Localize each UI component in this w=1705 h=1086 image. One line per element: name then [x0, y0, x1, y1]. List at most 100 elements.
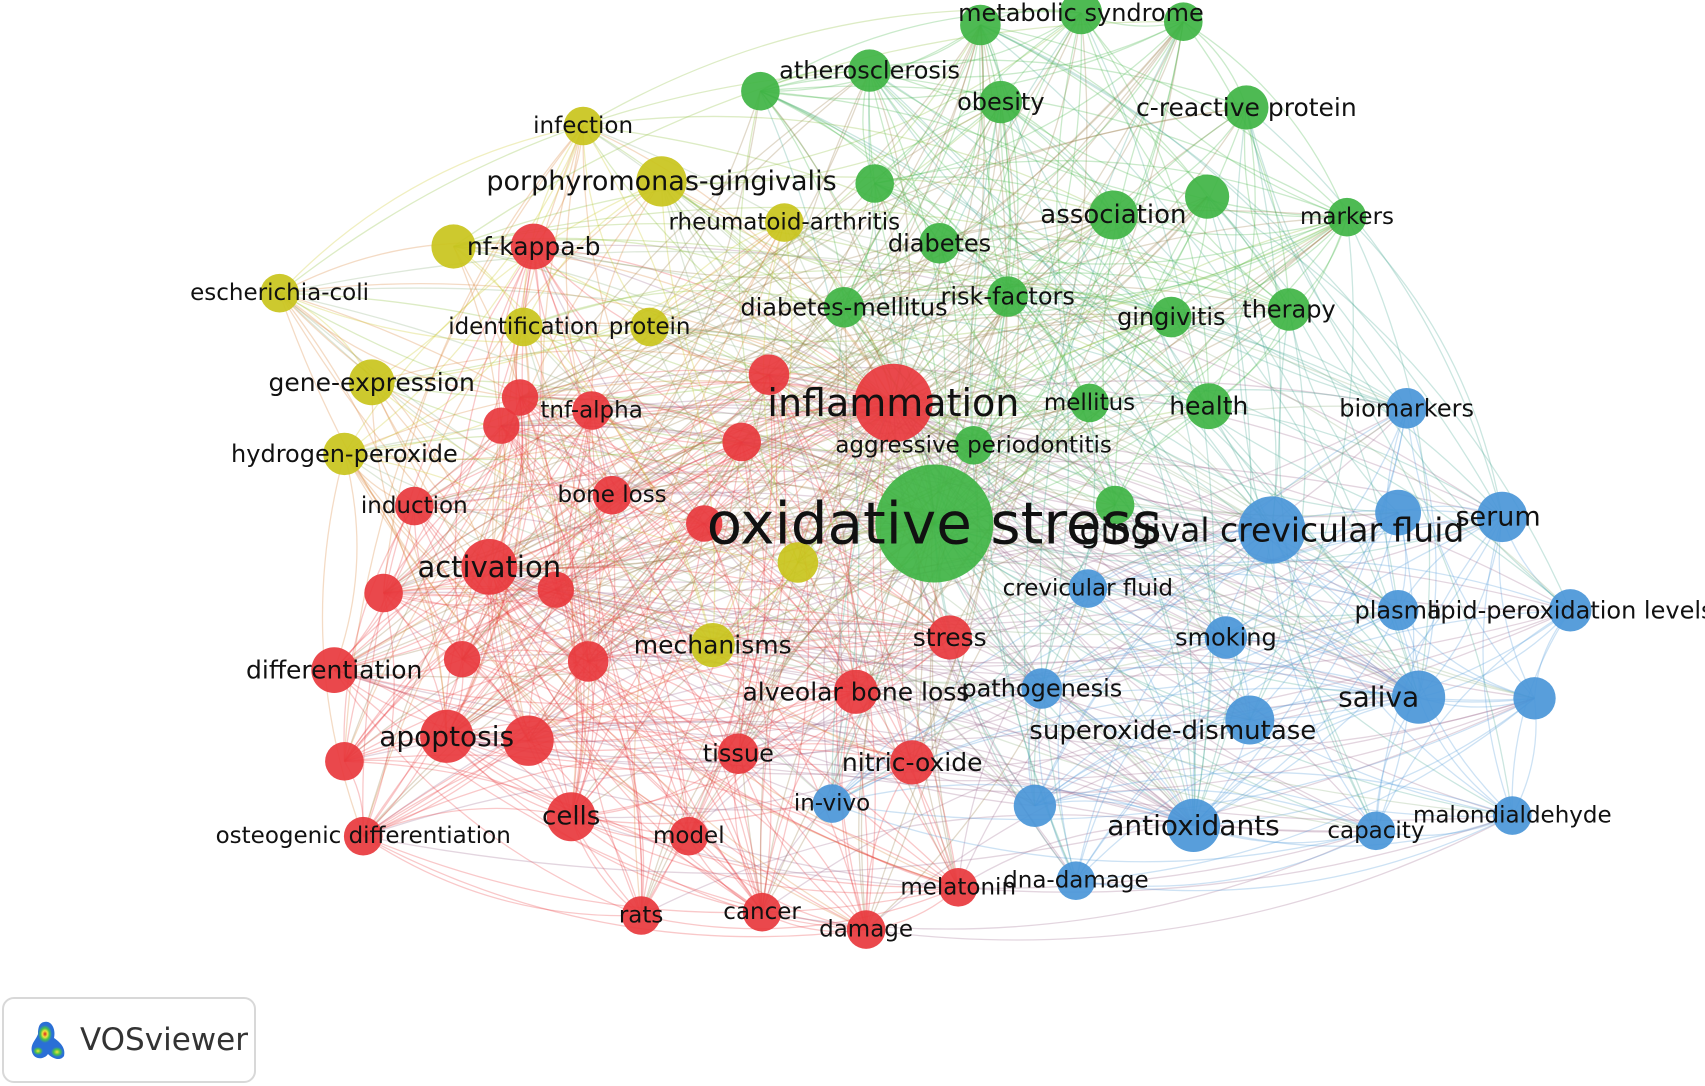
node-induction[interactable]: [395, 486, 434, 526]
node-melatonin[interactable]: [938, 868, 978, 907]
node-superoxide-dismutase[interactable]: [1225, 695, 1275, 745]
node-u-green-6[interactable]: [1095, 485, 1135, 525]
node-metabolic-syndrome[interactable]: [1059, 0, 1103, 35]
node-cancer[interactable]: [742, 892, 782, 932]
node-gingival-crevicular-fluid[interactable]: [1238, 496, 1306, 564]
label-osteogenic-differentiation: osteogenic differentiation: [216, 823, 511, 849]
node-protein[interactable]: [630, 307, 669, 347]
link-cells-risk-factors: [570, 296, 1009, 818]
link-differentiation-alveolar-bone-loss: [333, 669, 857, 724]
link-rheumatoid-arthritis-osteogenic-differentiation: [362, 222, 785, 837]
node-mellitus[interactable]: [1070, 383, 1109, 423]
node-apoptosis[interactable]: [420, 709, 474, 763]
node-c-reactive-protein[interactable]: [1224, 85, 1269, 130]
node-u-red-8[interactable]: [686, 505, 723, 542]
node-health[interactable]: [1185, 383, 1232, 430]
link-association-infection: [583, 115, 1114, 216]
node-u-yellow-2[interactable]: [777, 542, 819, 583]
node-u-blue-3[interactable]: [1013, 784, 1057, 827]
node-u-green-3[interactable]: [855, 164, 894, 203]
node-association[interactable]: [1088, 190, 1138, 240]
label-infection: infection: [533, 113, 633, 139]
label-rheumatoid-arthritis: rheumatoid-arthritis: [668, 210, 900, 236]
link-oxidative-stress-atherosclerosis: [869, 70, 947, 524]
node-alveolar-bone-loss[interactable]: [833, 669, 879, 714]
node-antioxidants[interactable]: [1166, 798, 1221, 853]
node-u-red-3[interactable]: [567, 641, 609, 682]
node-risk-factors[interactable]: [987, 276, 1028, 317]
node-u-green-1[interactable]: [1185, 174, 1230, 219]
node-pathogenesis[interactable]: [1021, 668, 1063, 709]
node-serum[interactable]: [1476, 491, 1528, 543]
node-damage[interactable]: [846, 910, 886, 949]
node-u-red-7[interactable]: [722, 422, 761, 462]
node-escherichia-coli[interactable]: [260, 273, 299, 313]
node-aggressive-periodontitis[interactable]: [954, 426, 993, 465]
node-u-red-9[interactable]: [325, 742, 364, 781]
node-mechanisms[interactable]: [690, 623, 735, 668]
node-gingivitis[interactable]: [1151, 296, 1192, 338]
node-u-red-1[interactable]: [503, 715, 554, 766]
node-crevicular-fluid[interactable]: [1068, 569, 1108, 608]
node-hydrogen-peroxide[interactable]: [323, 432, 366, 476]
node-diabetes-mellitus[interactable]: [823, 287, 865, 328]
link-biomarkers-aggressive-periodontitis: [973, 389, 1407, 446]
link-infection-u-red-8: [582, 125, 705, 524]
node-u-red-5[interactable]: [483, 407, 520, 444]
node-stress[interactable]: [927, 615, 972, 660]
node-markers[interactable]: [1327, 197, 1367, 237]
node-nf-kappa-b[interactable]: [510, 223, 557, 270]
node-rats[interactable]: [621, 896, 661, 935]
node-malondialdehyde[interactable]: [1493, 796, 1532, 835]
node-differentiation[interactable]: [311, 647, 358, 693]
node-therapy[interactable]: [1267, 288, 1311, 331]
node-activation[interactable]: [461, 539, 518, 595]
node-tissue[interactable]: [718, 733, 759, 774]
node-oxidative-stress[interactable]: [875, 464, 994, 583]
node-dna-damage[interactable]: [1056, 861, 1096, 900]
node-tnf-alpha[interactable]: [572, 391, 611, 430]
node-capacity[interactable]: [1356, 811, 1396, 851]
node-inflammation[interactable]: [854, 363, 933, 443]
node-smoking[interactable]: [1204, 616, 1248, 659]
link-antioxidants-u-red-1: [528, 720, 1194, 826]
node-u-red-2[interactable]: [748, 354, 790, 396]
node-infection[interactable]: [563, 106, 603, 146]
node-u-red-6[interactable]: [537, 571, 574, 608]
node-porphyromonas-gingivalis[interactable]: [636, 156, 687, 207]
link-antioxidants-biomarkers: [1193, 408, 1408, 826]
node-cells[interactable]: [546, 792, 596, 842]
node-osteogenic-differentiation[interactable]: [343, 816, 383, 856]
node-u-yellow-1[interactable]: [431, 224, 476, 269]
node-lipid-peroxidation-levels[interactable]: [1549, 589, 1592, 632]
node-model[interactable]: [669, 816, 709, 856]
node-u-red-4[interactable]: [364, 573, 403, 613]
node-identification[interactable]: [504, 307, 543, 347]
node-gene-expression[interactable]: [348, 359, 395, 406]
link-mechanisms-infection: [582, 125, 716, 646]
node-u-blue-2[interactable]: [1513, 677, 1556, 720]
node-in-vivo[interactable]: [812, 784, 852, 823]
label-cells: cells: [542, 802, 600, 832]
link-cells-nf-kappa-b: [533, 246, 601, 817]
node-u-green-5[interactable]: [1164, 2, 1203, 41]
node-biomarkers[interactable]: [1386, 388, 1427, 429]
node-rheumatoid-arthritis[interactable]: [765, 203, 804, 242]
node-u-green-2[interactable]: [741, 71, 780, 111]
node-diabetes[interactable]: [919, 223, 960, 264]
node-obesity[interactable]: [979, 80, 1022, 124]
node-plasma[interactable]: [1377, 590, 1419, 631]
node-nitric-oxide[interactable]: [890, 740, 935, 785]
node-u-red-10[interactable]: [443, 641, 481, 678]
node-bone-loss[interactable]: [592, 475, 632, 515]
node-u-green-4[interactable]: [960, 4, 1001, 46]
node-saliva[interactable]: [1392, 670, 1446, 724]
link-biomarkers-u-blue-2: [1405, 408, 1535, 699]
link-nf-kappa-b-u-red-7: [533, 246, 742, 443]
link-hydrogen-peroxide-pathogenesis: [344, 453, 1042, 690]
node-u-red-11[interactable]: [501, 379, 539, 416]
node-atherosclerosis[interactable]: [848, 49, 891, 92]
link-superoxide-dismutase-nf-kappa-b: [533, 245, 1251, 721]
node-u-blue-1[interactable]: [1375, 489, 1421, 536]
link-rheumatoid-arthritis-rats: [633, 222, 785, 916]
